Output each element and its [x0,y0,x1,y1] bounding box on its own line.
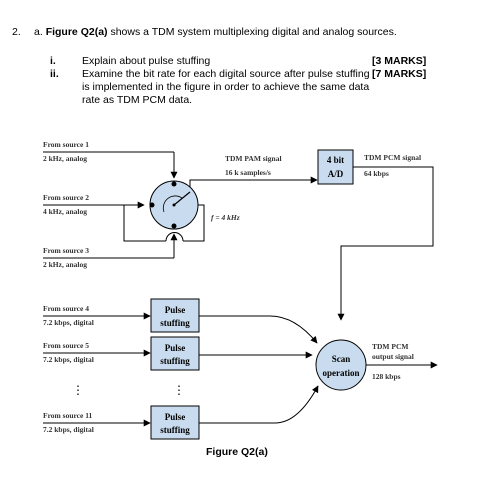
subquestion-1-text: Explain about pulse stuffing [82,55,211,67]
source-5-rate: 7.2 kbps, digital [43,355,94,364]
loop-hop [165,232,184,242]
pam-line [189,176,318,196]
stuffing-label-line2: stuffing [160,356,190,366]
source-1-rate: 2 kHz, analog [43,154,87,163]
pulse-stuffing-box-5: Pulse stuffing [150,336,200,371]
subquestion-1-number: i. [50,55,56,67]
stuffing-1-to-scan [199,315,318,344]
output-label-line-1: TDM PCM [372,342,408,351]
source-3-name: From source 3 [43,246,89,255]
subquestion-2-marks: [7 MARKS] [372,68,427,80]
pam-rate: 16 k samples/s [225,168,271,177]
source-ellipsis: ⋮ [72,383,84,397]
ad-line-2: A/D [328,169,344,179]
figure-caption: Figure Q2(a) [206,446,268,458]
loop-right [183,204,205,242]
scan-line-1: Scan [332,354,351,364]
pcm-rate: 64 kbps [364,169,389,178]
pcm-label: TDM PCM signal [364,153,421,162]
source-1-name: From source 1 [43,140,89,149]
pulse-stuffing-box-4: Pulse stuffing [150,298,200,333]
figure-reference: Figure Q2(a) [45,26,108,38]
stuffing-label-line1: Pulse [165,412,186,422]
question-number: 2. [12,26,21,38]
commutator-switch-icon [149,180,199,230]
output-label-line-2: output signal [372,352,414,361]
source-4-rate: 7.2 kbps, digital [43,318,94,327]
scan-operation-circle [315,339,367,391]
source-4-name: From source 4 [43,304,89,313]
switch-rate-label: f = 4 kHz [211,213,240,222]
source-3-rate: 2 kHz, analog [43,260,87,269]
source-11-name: From source 11 [43,411,93,420]
pam-label: TDM PAM signal [225,154,282,163]
source-2-rate: 4 kHz, analog [43,207,87,216]
question-intro: a. Figure Q2(a) shows a TDM system multi… [34,26,397,38]
intro-text: shows a TDM system multiplexing digital … [110,26,397,38]
loop-left [123,205,166,242]
pcm-line [337,166,434,321]
ad-converter-box [317,149,354,185]
subquestion-1-marks: [3 MARKS] [372,55,427,67]
stuffing-ellipsis: ⋮ [173,383,185,397]
subquestion-2-number: ii. [50,68,59,80]
pulse-stuffing-box-11: Pulse stuffing [150,405,200,440]
source-5-name: From source 5 [43,341,89,350]
stuffing-label-line1: Pulse [165,305,186,315]
source-2-name: From source 2 [43,193,89,202]
output-rate: 128 kbps [372,372,401,381]
stuffing-label-line2: stuffing [160,318,190,328]
part-label: a. [34,26,43,38]
stuffing-3-to-scan [199,385,319,424]
stuffing-label-line1: Pulse [165,343,186,353]
ad-line-1: 4 bit [327,155,344,165]
subquestion-2-text: Examine the bit rate for each digital so… [82,68,370,106]
source-11-rate: 7.2 kbps, digital [43,425,94,434]
scan-line-2: operation [323,368,360,378]
stuffing-label-line2: stuffing [160,425,190,435]
